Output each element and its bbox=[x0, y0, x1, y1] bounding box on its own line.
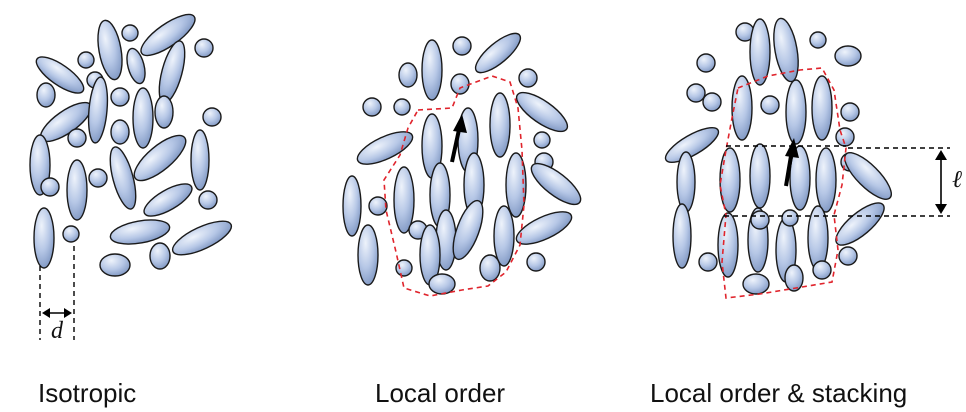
stacking-panel bbox=[661, 17, 898, 298]
rod-particle bbox=[511, 86, 573, 138]
rod-particle bbox=[750, 144, 770, 208]
rod-particle bbox=[812, 76, 832, 140]
spherical-particle bbox=[534, 132, 550, 148]
spherical-particle bbox=[835, 46, 861, 66]
spherical-particle bbox=[122, 25, 138, 41]
spherical-particle bbox=[841, 103, 859, 121]
stacking-length-label: ℓ bbox=[952, 167, 962, 193]
rod-particle bbox=[140, 178, 197, 222]
rod-particle bbox=[343, 176, 361, 236]
spherical-particle bbox=[369, 197, 387, 215]
rod-particle bbox=[494, 206, 514, 266]
spherical-particle bbox=[703, 93, 721, 111]
local-order-panel bbox=[343, 27, 586, 296]
rod-particle bbox=[673, 204, 691, 268]
spherical-particle bbox=[429, 274, 455, 294]
spherical-particle bbox=[111, 120, 129, 144]
rod-particle bbox=[94, 19, 126, 82]
spherical-particle bbox=[453, 37, 471, 55]
rod-particle bbox=[720, 148, 740, 212]
spherical-particle bbox=[751, 211, 769, 229]
rod-particle bbox=[526, 157, 587, 211]
rod-particle bbox=[168, 215, 235, 262]
rod-particle bbox=[155, 96, 173, 128]
spherical-particle bbox=[150, 243, 170, 269]
spherical-particle bbox=[810, 32, 826, 48]
spherical-particle bbox=[89, 169, 107, 187]
spherical-particle bbox=[699, 253, 717, 271]
rod-particle bbox=[786, 80, 806, 144]
spherical-particle bbox=[399, 63, 417, 87]
spherical-particle bbox=[697, 54, 715, 72]
spherical-particle bbox=[813, 261, 831, 279]
spherical-particle bbox=[743, 274, 769, 294]
isotropic-panel bbox=[30, 8, 236, 276]
rod-particle bbox=[816, 148, 836, 212]
width-label: d bbox=[51, 318, 64, 344]
rod-particle bbox=[191, 130, 209, 190]
spherical-particle bbox=[394, 99, 410, 115]
spherical-particle bbox=[195, 39, 213, 57]
rod-particle bbox=[394, 167, 414, 233]
rod-particle bbox=[422, 40, 442, 100]
spherical-particle bbox=[761, 96, 779, 114]
rod-particle bbox=[34, 208, 54, 268]
rod-particle bbox=[770, 17, 803, 84]
spherical-particle bbox=[37, 83, 55, 107]
rod-particle bbox=[470, 27, 526, 78]
spherical-particle bbox=[782, 210, 798, 226]
spherical-particle bbox=[111, 88, 129, 106]
spherical-particle bbox=[41, 178, 59, 196]
rod-particle bbox=[358, 225, 378, 285]
spherical-particle bbox=[68, 129, 86, 147]
rod-particle bbox=[838, 146, 897, 205]
spherical-particle bbox=[687, 84, 705, 102]
caption-local-order-stacking: Local order & stacking bbox=[650, 380, 907, 406]
spherical-particle bbox=[451, 74, 469, 94]
rod-particle bbox=[67, 160, 87, 220]
rod-particle bbox=[490, 93, 510, 157]
spherical-particle bbox=[527, 253, 545, 271]
rod-particle bbox=[830, 196, 890, 251]
spherical-particle bbox=[203, 108, 221, 126]
rod-particle bbox=[718, 213, 738, 277]
spherical-particle bbox=[363, 98, 381, 116]
spherical-particle bbox=[199, 191, 217, 209]
rod-particle bbox=[677, 152, 695, 212]
spherical-particle bbox=[519, 69, 537, 87]
rod-particle bbox=[100, 254, 130, 276]
rod-particle bbox=[785, 265, 803, 291]
rod-particle bbox=[750, 19, 770, 85]
spherical-particle bbox=[63, 226, 79, 242]
caption-local-order: Local order bbox=[375, 380, 505, 406]
caption-isotropic: Isotropic bbox=[38, 380, 136, 406]
spherical-particle bbox=[78, 52, 94, 68]
rod-particle bbox=[133, 88, 153, 148]
spherical-particle bbox=[480, 255, 500, 281]
spherical-particle bbox=[396, 260, 412, 276]
spherical-particle bbox=[839, 247, 857, 265]
